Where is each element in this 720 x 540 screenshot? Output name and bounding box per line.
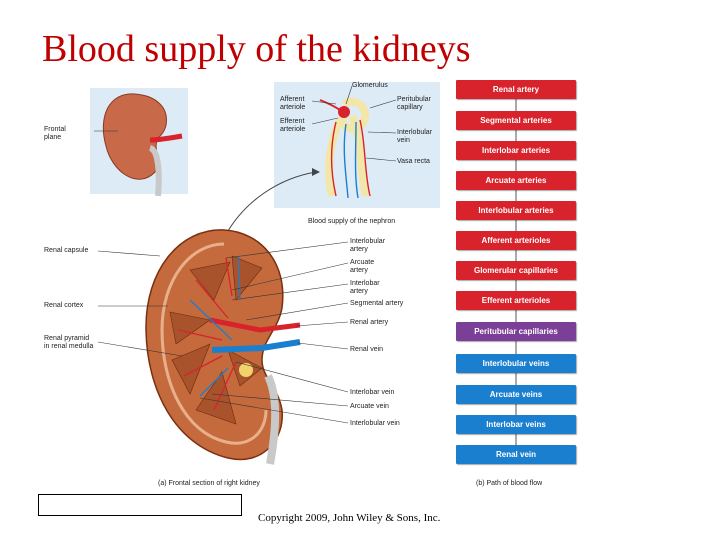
label-segmental-artery: Segmental artery xyxy=(350,300,403,308)
label-renal-artery: Renal artery xyxy=(350,319,388,327)
empty-text-box xyxy=(38,494,242,516)
label-interlobular-vein: Interlobular vein xyxy=(350,420,400,428)
flow-step-renal-artery: Renal artery xyxy=(456,80,576,99)
flow-step-arcuate-veins: Arcuate veins xyxy=(456,385,576,404)
label-interlobular-artery: Interlobular artery xyxy=(350,238,385,254)
label-afferent-arteriole: Afferent arteriole xyxy=(280,96,305,112)
label-arcuate-artery: Arcuate artery xyxy=(350,259,374,275)
label-interlobar-vein: Interlobar vein xyxy=(350,389,394,397)
label-renal-vein: Renal vein xyxy=(350,346,383,354)
label-glomerulus: Glomerulus xyxy=(352,82,388,90)
label-arcuate-vein: Arcuate vein xyxy=(350,403,389,411)
label-interlobar-artery: Interlobar artery xyxy=(350,280,380,296)
flow-step-arcuate-arteries: Arcuate arteries xyxy=(456,171,576,190)
flow-step-interlobular-veins: Interlobular veins xyxy=(456,354,576,373)
flow-step-renal-vein: Renal vein xyxy=(456,445,576,464)
label-vasa-recta: Vasa recta xyxy=(397,158,430,166)
flow-step-peritubular-capillaries: Peritubular capillaries xyxy=(456,322,576,341)
flow-step-afferent-arterioles: Afferent arterioles xyxy=(456,231,576,250)
caption-frontal-section: (a) Frontal section of right kidney xyxy=(158,480,260,487)
label-renal-capsule: Renal capsule xyxy=(44,247,88,255)
label-peritubular-capillary: Peritubular capillary xyxy=(397,96,431,112)
label-efferent-arteriole: Efferent arteriole xyxy=(280,118,305,134)
caption-nephron: Blood supply of the nephron xyxy=(308,218,395,226)
label-frontal-plane: Frontal plane xyxy=(44,126,66,142)
flow-step-interlobar-arteries: Interlobar arteries xyxy=(456,141,576,160)
caption-path-of-blood-flow: (b) Path of blood flow xyxy=(476,480,542,487)
flow-step-glomerular-capillaries: Glomerular capillaries xyxy=(456,261,576,280)
flow-step-interlobular-arteries: Interlobular arteries xyxy=(456,201,576,220)
flow-step-segmental-arteries: Segmental arteries xyxy=(456,111,576,130)
label-renal-cortex: Renal cortex xyxy=(44,302,83,310)
flow-step-interlobar-veins: Interlobar veins xyxy=(456,415,576,434)
label-interlobular-vein-top: Interlobular vein xyxy=(397,129,432,145)
flow-step-efferent-arterioles: Efferent arterioles xyxy=(456,291,576,310)
label-renal-pyramid: Renal pyramid in renal medulla xyxy=(44,335,93,351)
copyright-notice: Copyright 2009, John Wiley & Sons, Inc. xyxy=(258,512,440,524)
